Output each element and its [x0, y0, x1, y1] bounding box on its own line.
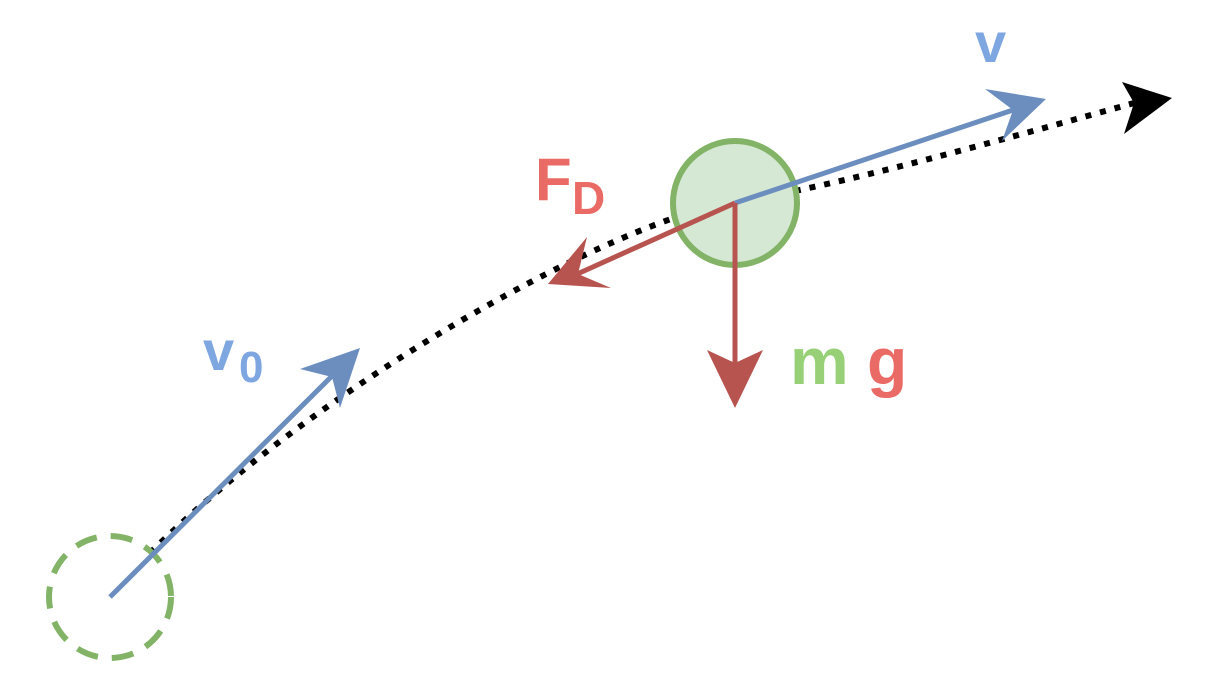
gravity-label-m: m	[790, 324, 849, 398]
gravity-label: m g	[790, 324, 907, 398]
initial-velocity-label: v 0	[203, 319, 263, 392]
trajectory-path	[147, 97, 1146, 556]
initial-velocity-arrow-shaft	[108, 373, 335, 599]
velocity-label: v	[975, 11, 1006, 74]
drag-force-label: F D	[535, 146, 605, 224]
drag-force-arrow-shaft	[573, 200, 737, 278]
velocity-arrowhead	[985, 89, 1046, 141]
drag-force-arrowhead	[548, 237, 611, 288]
velocity-arrow-shaft	[734, 106, 1017, 206]
initial-velocity-label-sub: 0	[239, 343, 263, 392]
initial-position-circle	[46, 533, 174, 661]
drag-force-label-main: F	[535, 146, 572, 213]
gravity-label-g: g	[867, 324, 907, 398]
trajectory-arrowhead	[1122, 82, 1172, 134]
gravity-arrowhead	[707, 350, 763, 408]
initial-velocity-arrowhead	[300, 348, 360, 408]
drag-force-label-sub: D	[572, 172, 605, 224]
initial-velocity-label-main: v	[203, 319, 234, 382]
